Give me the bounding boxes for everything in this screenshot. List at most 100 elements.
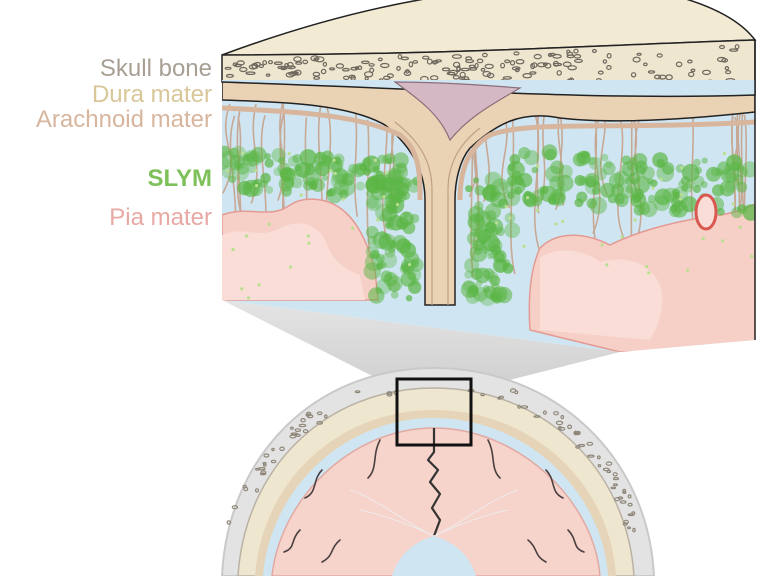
slym-cell: [292, 166, 303, 178]
slym-cell: [321, 150, 334, 163]
slym-cell: [523, 193, 538, 208]
trabecula: [592, 118, 601, 234]
slym-cell: [633, 218, 637, 222]
bone-pore: [290, 432, 299, 436]
slym-cell: [387, 239, 396, 248]
slym-cell: [632, 193, 642, 204]
slym-cell: [466, 285, 480, 298]
slym-cell: [407, 268, 422, 282]
slym-cell: [400, 271, 417, 287]
slym-cell: [465, 185, 473, 193]
bone-pore: [555, 420, 564, 426]
slym-cell: [401, 191, 411, 200]
bone-pore: [260, 470, 267, 475]
slym-cell: [681, 196, 698, 213]
slym-cell: [326, 187, 343, 204]
slym-cell: [228, 175, 236, 184]
slym-cell: [685, 179, 695, 189]
bone-pore: [254, 488, 260, 493]
bone-pore: [718, 44, 725, 50]
bone-pore: [533, 415, 541, 418]
slym-cell: [341, 172, 355, 186]
slym-cell: [725, 169, 739, 183]
slym-cell: [488, 238, 503, 253]
slym-cell: [738, 225, 742, 229]
bone-pore: [342, 67, 350, 72]
bone-pore: [422, 55, 430, 60]
slym-cell: [712, 184, 725, 197]
slym-cell: [222, 145, 231, 157]
head-cross-section: [220, 366, 656, 577]
bone-pore: [377, 57, 383, 62]
bone-pore: [562, 61, 572, 68]
slym-cell: [592, 186, 601, 196]
dura-mater-layer: [222, 81, 755, 306]
slym-cell: [330, 161, 343, 173]
slym-cell: [396, 216, 409, 230]
slym-cell: [561, 219, 565, 224]
bone-pore: [675, 61, 683, 68]
bone-pore: [458, 76, 466, 80]
slym-cell: [409, 213, 420, 224]
bone-pore: [242, 484, 247, 489]
bone-pore: [606, 52, 612, 59]
slym-cell: [373, 158, 377, 162]
bone-pore: [363, 71, 374, 78]
slym-cell: [267, 222, 271, 226]
slym-cell: [375, 278, 392, 295]
slym-cell: [731, 202, 735, 206]
slym-cell: [385, 273, 393, 281]
slym-cell: [678, 180, 686, 189]
bone-pore: [313, 76, 321, 80]
slym-cell: [724, 164, 732, 171]
bone-pore: [286, 61, 294, 68]
bone-pore: [300, 418, 306, 423]
slym-cell: [672, 191, 680, 199]
bone-pore: [632, 527, 636, 533]
bone-pore: [486, 72, 495, 79]
brain-sulci: [283, 439, 585, 563]
bone-pore: [314, 56, 325, 63]
bone-pore: [224, 66, 232, 70]
bone-pore: [369, 67, 375, 73]
slym-cell: [474, 247, 483, 256]
slym-cell: [645, 264, 649, 269]
slym-cell: [396, 203, 400, 207]
slym-cell: [489, 275, 501, 286]
slym-cell: [385, 171, 389, 175]
bone-pore: [313, 57, 319, 61]
brain-tissue-right-inner: [540, 250, 663, 340]
bone-pore: [497, 396, 502, 400]
bone-pore: [258, 467, 266, 471]
bone-pore: [476, 58, 484, 64]
label-arachnoid-mater: Arachnoid mater: [35, 106, 212, 133]
slym-cell: [647, 178, 654, 185]
slym-cell: [385, 157, 392, 165]
slym-cell: [686, 268, 690, 272]
bone-pore: [441, 67, 451, 72]
bone-pore: [529, 71, 537, 75]
slym-cell: [467, 205, 485, 223]
slym-cell: [255, 184, 259, 188]
slym-cell: [273, 167, 283, 177]
slym-cell: [620, 235, 624, 239]
bone-pore: [690, 68, 696, 73]
bone-pore: [431, 60, 439, 64]
bone-pore: [452, 61, 461, 68]
bone-pore: [605, 461, 613, 466]
slym-cell: [365, 195, 382, 212]
slym-cell: [264, 158, 274, 168]
slym-cell: [531, 166, 539, 174]
slym-cell: [376, 218, 380, 222]
bone-pore: [552, 53, 562, 59]
bone-pore: [547, 52, 553, 58]
slym-cell: [396, 162, 408, 174]
slym-cell: [625, 185, 634, 194]
slym-cell: [678, 197, 683, 201]
slym-cell: [309, 182, 318, 190]
slym-cell: [470, 228, 478, 237]
slym-cell: [654, 188, 672, 206]
bone-pore: [586, 441, 594, 446]
slym-cell: [589, 196, 607, 215]
